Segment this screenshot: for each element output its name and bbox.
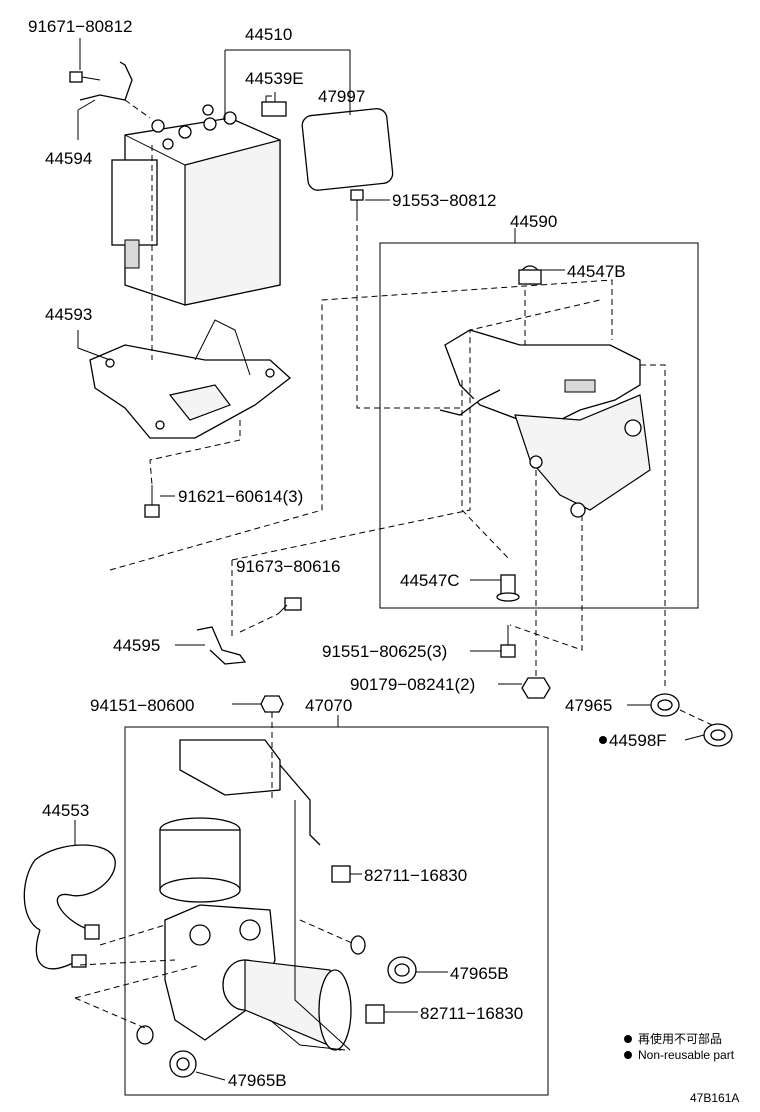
grommet-47965B-a xyxy=(387,956,417,984)
clip-82711-a xyxy=(331,865,351,883)
legend-english: Non-reusable part xyxy=(638,1048,735,1062)
label-44539E: 44539E xyxy=(245,69,304,88)
bracket-44593 xyxy=(89,319,292,439)
label-44598F: 44598F xyxy=(609,731,667,750)
label-44553: 44553 xyxy=(42,801,89,820)
legend: 再使用不可部品 Non-reusable part xyxy=(624,1031,735,1062)
label-47070: 47070 xyxy=(305,696,352,715)
label-91673-80616: 91673−80616 xyxy=(236,557,340,576)
label-47965B-b: 47965B xyxy=(228,1071,287,1090)
label-82711-16830-a: 82711−16830 xyxy=(364,866,467,885)
grommet-small xyxy=(350,935,366,955)
legend-dot-en xyxy=(624,1051,632,1059)
label-47965: 47965 xyxy=(565,696,612,715)
label-82711-16830-b: 82711−16830 xyxy=(420,1004,523,1023)
bolt-91621 xyxy=(144,485,160,518)
pipe-44553 xyxy=(23,844,116,970)
label-90179-08241: 90179−08241(2) xyxy=(350,675,475,694)
pump-assembly-47070 xyxy=(159,739,352,1051)
label-44590: 44590 xyxy=(510,212,557,231)
clip-44539E xyxy=(261,95,287,117)
dashed-guides xyxy=(74,145,713,1029)
label-91551-80625: 91551−80625(3) xyxy=(322,642,447,661)
figure-code: 47B161A xyxy=(690,1091,739,1105)
grommet-left xyxy=(136,1025,154,1045)
label-47997: 47997 xyxy=(318,87,365,106)
grommet-44598F xyxy=(703,723,733,747)
bolt-91671 xyxy=(69,61,151,119)
label-44510: 44510 xyxy=(245,25,292,44)
bracket-44595 xyxy=(196,626,247,665)
label-44547B: 44547B xyxy=(567,262,626,281)
label-47965B-a: 47965B xyxy=(450,964,509,983)
part-labels: 91671−80812 44510 44539E 47997 44594 915… xyxy=(28,17,667,1090)
label-44595: 44595 xyxy=(113,636,160,655)
bracket-44590-frame xyxy=(379,242,699,609)
label-44594: 44594 xyxy=(45,149,92,168)
bracket-44590 xyxy=(439,265,651,518)
leader-lines xyxy=(74,38,705,1081)
non-reusable-marker xyxy=(599,736,607,744)
label-44593: 44593 xyxy=(45,305,92,324)
legend-dot-jp xyxy=(624,1035,632,1043)
bolt-91551 xyxy=(500,625,516,658)
legend-japanese: 再使用不可部品 xyxy=(638,1031,722,1046)
bolt-94151 xyxy=(260,695,284,713)
nut-90179 xyxy=(521,677,551,699)
label-91553-80812: 91553−80812 xyxy=(392,191,496,210)
label-44547C: 44547C xyxy=(400,571,460,590)
pump-47070-frame xyxy=(124,726,549,1096)
clip-82711-b xyxy=(365,1004,385,1024)
bolt-91673 xyxy=(277,597,302,615)
bolt-91553 xyxy=(350,189,364,215)
label-94151-80600: 94151−80600 xyxy=(90,696,194,715)
actuator-assembly-44510 xyxy=(111,104,281,306)
grommet-47965 xyxy=(650,693,680,717)
grommet-47965B-b xyxy=(169,1050,197,1078)
label-91671-80812: 91671−80812 xyxy=(28,17,132,36)
label-91621-60614: 91621−60614(3) xyxy=(178,487,303,506)
collar-44547C xyxy=(496,574,520,602)
pad-47997 xyxy=(301,108,394,191)
